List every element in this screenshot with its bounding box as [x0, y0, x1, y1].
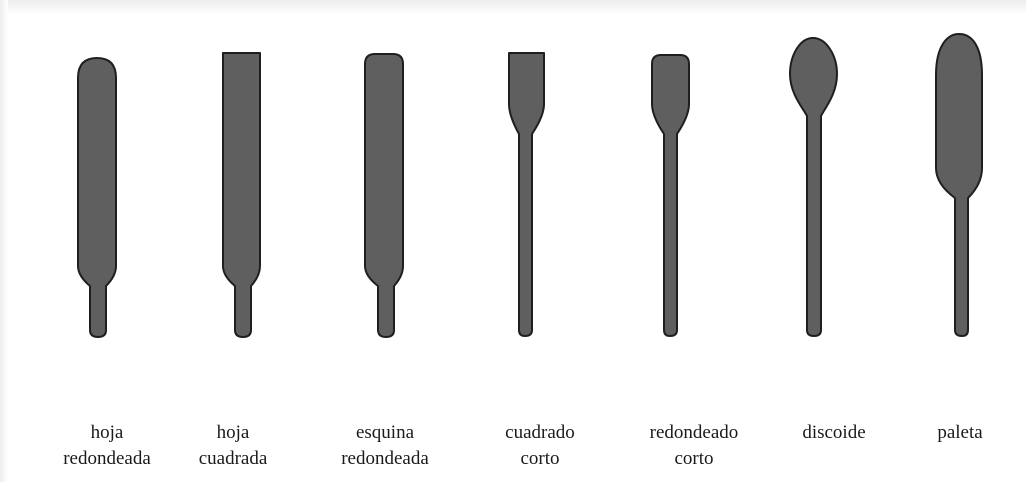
label-line: corto	[520, 448, 560, 469]
tool-shape-hoja-cuadrada	[222, 52, 261, 338]
tool-shape-cuadrado-corto	[508, 52, 545, 337]
label-line: redondeado	[649, 422, 739, 443]
tool-label-paleta: paleta	[890, 420, 1026, 446]
label-line: redondeada	[341, 448, 429, 469]
tool-label-discoide: discoide	[764, 420, 904, 446]
tool-label-hoja-cuadrada: hoja cuadrada	[163, 420, 303, 472]
label-line: cuadrado	[505, 422, 575, 443]
label-line: discoide	[802, 422, 866, 443]
label-line: corto	[674, 448, 714, 469]
tool-label-esquina-redondeada: esquina redondeada	[315, 420, 455, 472]
tool-shape-paleta	[935, 33, 983, 337]
label-line: paleta	[937, 422, 983, 443]
label-line: hoja	[216, 422, 250, 443]
label-line: esquina	[355, 422, 415, 443]
tool-shape-hoja-redondeada	[77, 57, 117, 338]
tool-label-redondeado-corto: redondeado corto	[624, 420, 764, 472]
tool-shape-discoide	[789, 37, 838, 337]
tool-label-hoja-redondeada: hoja redondeada	[37, 420, 177, 472]
label-line: cuadrada	[198, 448, 268, 469]
tool-shape-redondeado-corto	[651, 54, 690, 337]
tool-label-cuadrado-corto: cuadrado corto	[470, 420, 610, 472]
label-line: redondeada	[63, 448, 151, 469]
tool-shapes	[77, 33, 983, 338]
tool-shape-esquina-redondeada	[364, 53, 404, 338]
label-line: hoja	[90, 422, 124, 443]
